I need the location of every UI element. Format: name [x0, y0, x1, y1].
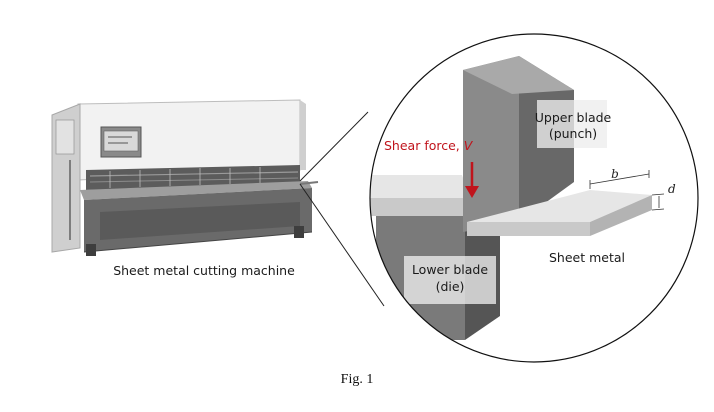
sheet-metal-right	[467, 190, 652, 236]
shear-force-label: Shear force, V	[384, 138, 474, 153]
dimension-d-label: d	[668, 182, 676, 196]
dimension-b-label: b	[611, 167, 619, 181]
figure-caption: Fig. 1	[341, 372, 374, 387]
dimension-d	[651, 193, 665, 211]
zoom-detail	[370, 34, 698, 362]
upper-blade-label-line1: Upper blade	[535, 110, 612, 125]
lower-blade-label-line1: Lower blade	[412, 262, 488, 277]
sheet-metal-left	[370, 175, 470, 216]
zoom-circle	[369, 33, 699, 363]
lower-blade-label-line2: (die)	[436, 279, 465, 294]
sheet-metal-cutting-machine	[51, 99, 319, 256]
sheet-metal-label: Sheet metal	[549, 250, 625, 265]
machine-label: Sheet metal cutting machine	[113, 263, 295, 278]
zoom-connector-lines	[299, 111, 385, 307]
control-panel	[100, 126, 142, 158]
dimension-b	[589, 170, 650, 189]
shear-force-arrow	[465, 162, 479, 198]
upper-blade-label-line2: (punch)	[549, 126, 597, 141]
